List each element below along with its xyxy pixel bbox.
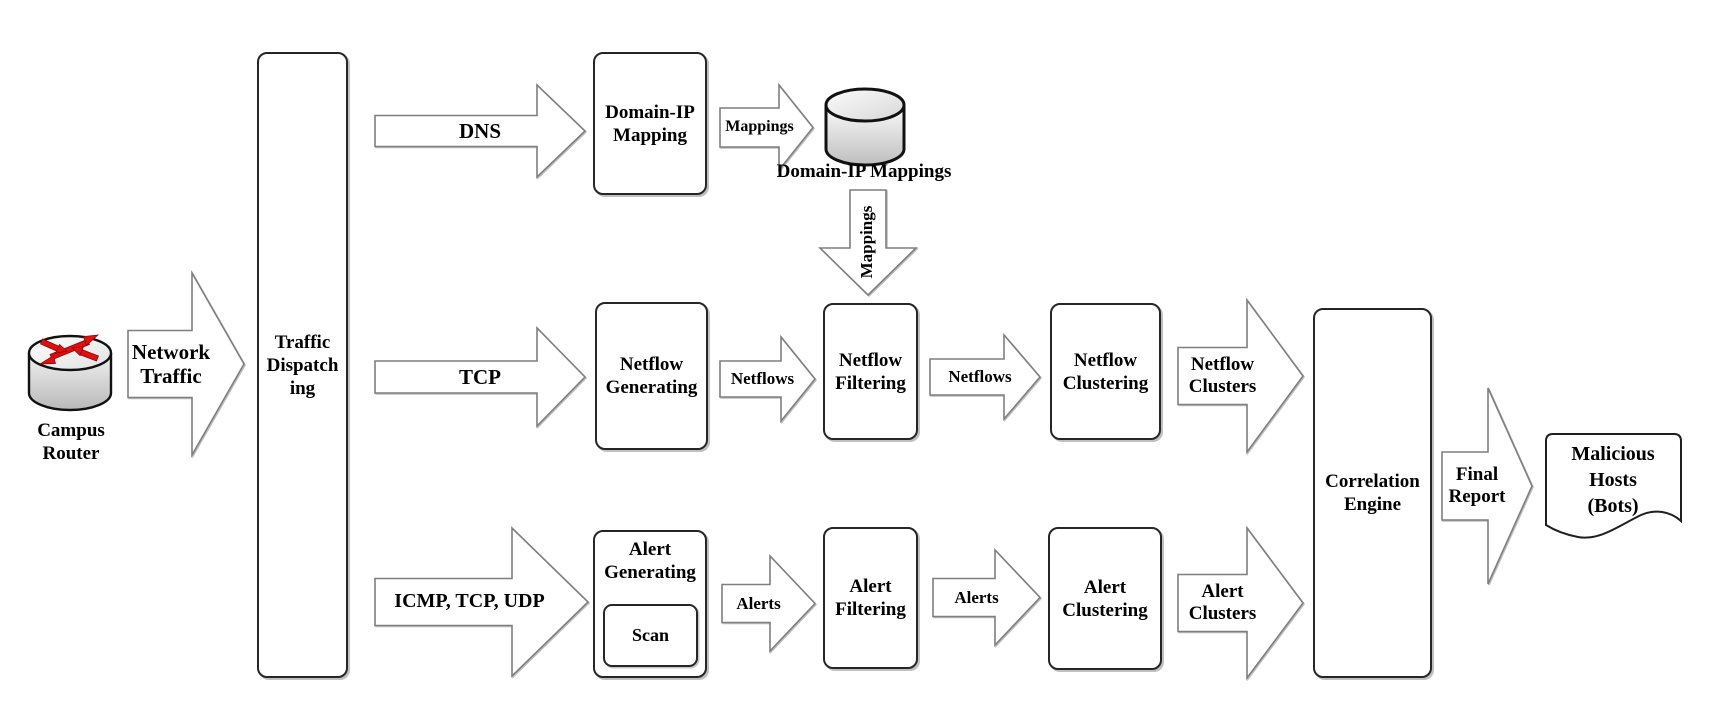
router-traffic-arrows [38, 334, 100, 365]
malicious-hosts-label: Malicious Hosts (Bots) [1571, 443, 1655, 517]
tcp-arrow-label: TCP [459, 364, 501, 389]
node-netflow-filtering: Netflow Filtering [823, 303, 918, 440]
arrow-alerts-a: Alerts [721, 553, 817, 654]
node-correlation-engine: Correlation Engine [1313, 308, 1432, 678]
netflows-arrow-shape [719, 334, 817, 424]
arrow-netflow-clusters: Netflow Clusters [1177, 297, 1304, 455]
mappings-down-arrow-shape [818, 189, 918, 297]
node-scan: Scan [603, 604, 698, 667]
alert-clusters-arrow-shape [1177, 525, 1304, 681]
node-traffic-dispatching: Traffic Dispatch ing [257, 52, 348, 678]
alerts-arrow-a-label: Alerts [736, 593, 781, 613]
alert-clusters-arrow-label: Alert Clusters [1188, 580, 1257, 624]
arrow-icmp-tcp-udp: ICMP, TCP, UDP [374, 526, 590, 678]
arrow-netflows-a: Netflows [719, 334, 817, 424]
dns-arrow-shape [374, 83, 587, 179]
node-netflow-clustering: Netflow Clustering [1050, 303, 1161, 440]
arrow-tcp: TCP [374, 326, 587, 428]
dns-arrow-label: DNS [458, 118, 501, 143]
campus-router-label: Campus Router [37, 420, 105, 464]
arrow-dns: DNS [374, 83, 587, 179]
node-netflow-generating: Netflow Generating [595, 302, 708, 450]
netflow-filtering-label: Netflow Filtering [835, 349, 906, 394]
arrow-mappings-to-store: Mappings [719, 82, 815, 173]
arrow-alerts-b: Alerts [932, 547, 1042, 648]
arrow-final-report: Final Report [1441, 387, 1533, 585]
alert-clustering-label: Alert Clustering [1062, 576, 1148, 621]
document-icon [1545, 433, 1682, 539]
arrow-alert-clusters: Alert Clusters [1177, 525, 1304, 681]
alert-filtering-label: Alert Filtering [835, 576, 906, 620]
node-alert-filtering: Alert Filtering [823, 527, 918, 669]
alerts-arrow-shape [721, 553, 817, 654]
netflows-arrow-a-label: Netflows [730, 369, 795, 389]
network-traffic-arrow-label: Network Traffic [131, 339, 211, 388]
netflow-clusters-arrow-label: Netflow Clusters [1188, 353, 1257, 397]
netflow-clustering-label: Netflow Clustering [1062, 349, 1149, 394]
final-report-arrow-label: Final Report [1448, 463, 1506, 507]
domain-ip-mapping-label: Domain-IP Mapping [605, 101, 695, 146]
traffic-dispatching-label: Traffic Dispatch ing [266, 331, 339, 399]
node-domain-ip-mapping: Domain-IP Mapping [593, 52, 707, 195]
domain-ip-mappings-store-label: Domain-IP Mappings [776, 161, 952, 182]
network-traffic-arrow-shape [127, 269, 245, 459]
arrow-mappings-to-filtering [818, 189, 918, 297]
arrow-netflows-b: Netflows [929, 332, 1042, 422]
correlation-engine-label: Correlation Engine [1325, 471, 1420, 515]
router-cylinder-icon [27, 334, 113, 412]
mappings-arrow-shape [719, 82, 815, 173]
scan-label: Scan [631, 625, 669, 645]
netflows-arrow-shape [929, 332, 1042, 422]
mappings-arrow-label: Mappings [725, 118, 794, 136]
node-alert-clustering: Alert Clustering [1048, 527, 1162, 670]
netflows-arrow-b-label: Netflows [948, 367, 1012, 387]
alert-generating-label: Alert Generating [604, 539, 696, 583]
netflow-clusters-arrow-shape [1177, 297, 1304, 455]
alerts-arrow-shape [932, 547, 1042, 648]
arrow-network-traffic: Network Traffic [127, 269, 245, 459]
tcp-arrow-shape [374, 326, 587, 428]
netflow-generating-label: Netflow Generating [605, 354, 698, 398]
alerts-arrow-b-label: Alerts [954, 587, 999, 607]
mappings-down-arrow-label: Mappings [857, 205, 876, 279]
icmp-tcp-udp-arrow-shape [374, 526, 590, 678]
icmp-tcp-udp-arrow-label: ICMP, TCP, UDP [394, 590, 545, 613]
final-report-arrow-shape [1441, 387, 1533, 585]
database-cylinder-icon [824, 87, 906, 167]
